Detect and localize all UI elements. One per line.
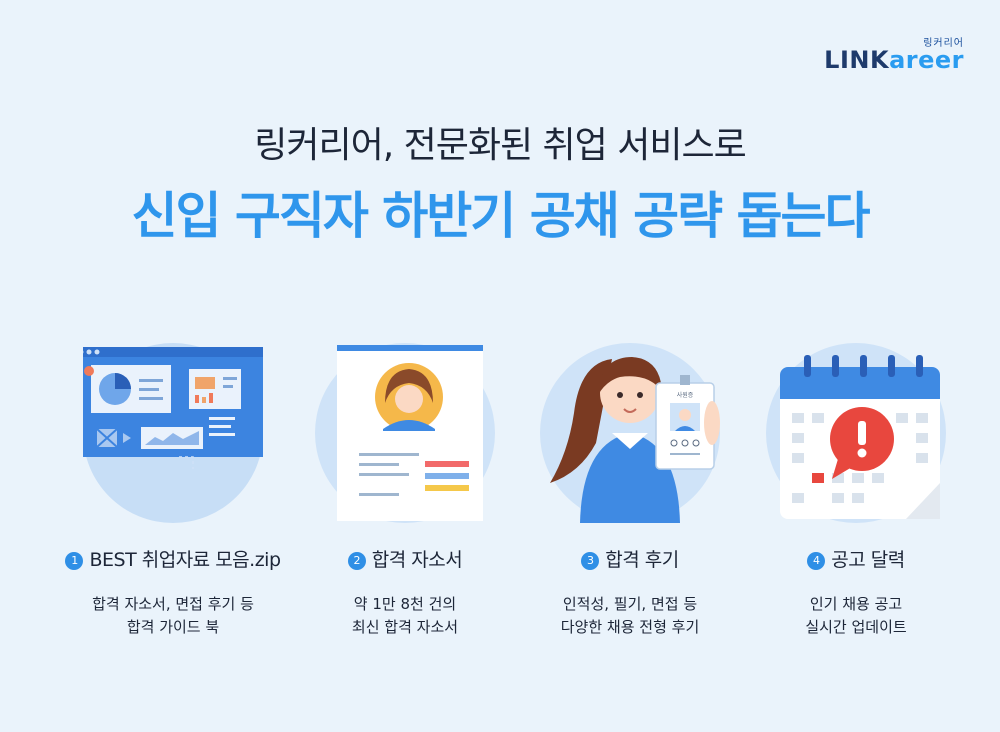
logo-prefix: LINK bbox=[824, 46, 890, 74]
feature-description-3: 인적성, 필기, 면접 등 다양한 채용 전형 후기 bbox=[505, 593, 755, 639]
feature-title-text: 합격 후기 bbox=[605, 549, 679, 571]
feature-desc-line1: 인적성, 필기, 면접 등 bbox=[562, 595, 698, 613]
feature-description-2: 약 1만 8천 건의 최신 합격 자소서 bbox=[280, 593, 530, 639]
feature-desc-line1: 합격 자소서, 면접 후기 등 bbox=[92, 595, 254, 613]
resume-icon bbox=[315, 333, 495, 523]
headline-line1: 링커리어, 전문화된 취업 서비스로 bbox=[254, 125, 746, 166]
feature-number-badge: 1 bbox=[65, 552, 84, 570]
brand-logo[interactable]: 링커리어 LINKareer bbox=[824, 34, 964, 74]
calendar-alert-icon bbox=[766, 333, 946, 523]
feature-number-badge: 2 bbox=[347, 552, 366, 570]
feature-desc-line2: 실시간 업데이트 bbox=[805, 618, 907, 636]
feature-card-best-materials: 1 BEST 취업자료 모음.zip 합격 자소서, 면접 후기 등 합격 가이드… bbox=[65, 333, 281, 693]
headline-line2: 신입 구직자 하반기 공채 공략 돕는다 bbox=[131, 187, 870, 245]
feature-number-badge: 3 bbox=[581, 552, 600, 570]
feature-title-4: 4 공고 달력 bbox=[721, 545, 991, 572]
feature-card-reviews: 사원증 3 합격 후기 인적성, 필기, 면접 등 다양한 채용 전형 후기 bbox=[525, 333, 735, 693]
feature-desc-line2: 합격 가이드 북 bbox=[126, 618, 220, 636]
feature-description-4: 인기 채용 공고 실시간 업데이트 bbox=[731, 593, 981, 639]
person-id-card-icon: 사원증 bbox=[540, 333, 720, 523]
logo-suffix: areer bbox=[889, 46, 964, 74]
feature-number-badge: 4 bbox=[807, 552, 826, 570]
feature-title-text: 공고 달력 bbox=[831, 549, 905, 571]
feature-desc-line2: 최신 합격 자소서 bbox=[351, 618, 459, 636]
feature-title-1: 1 BEST 취업자료 모음.zip bbox=[38, 545, 308, 572]
logo-korean-text: 링커리어 bbox=[923, 38, 964, 49]
feature-title-2: 2 합격 자소서 bbox=[270, 545, 540, 572]
feature-title-3: 3 합격 후기 bbox=[495, 545, 765, 572]
logo-wordmark: LINKareer bbox=[824, 46, 964, 74]
id-card-label: 사원증 bbox=[677, 391, 694, 399]
feature-description-1: 합격 자소서, 면접 후기 등 합격 가이드 북 bbox=[48, 593, 298, 639]
feature-title-text: 합격 자소서 bbox=[371, 549, 463, 571]
feature-title-text: BEST 취업자료 모음.zip bbox=[89, 549, 281, 571]
dashboard-icon bbox=[83, 333, 263, 523]
feature-desc-line1: 약 1만 8천 건의 bbox=[353, 595, 457, 613]
feature-card-resume: 2 합격 자소서 약 1만 8천 건의 최신 합격 자소서 bbox=[300, 333, 510, 693]
feature-desc-line1: 인기 채용 공고 bbox=[809, 595, 903, 613]
feature-desc-line2: 다양한 채용 전형 후기 bbox=[560, 618, 700, 636]
feature-card-calendar: 4 공고 달력 인기 채용 공고 실시간 업데이트 bbox=[751, 333, 961, 693]
